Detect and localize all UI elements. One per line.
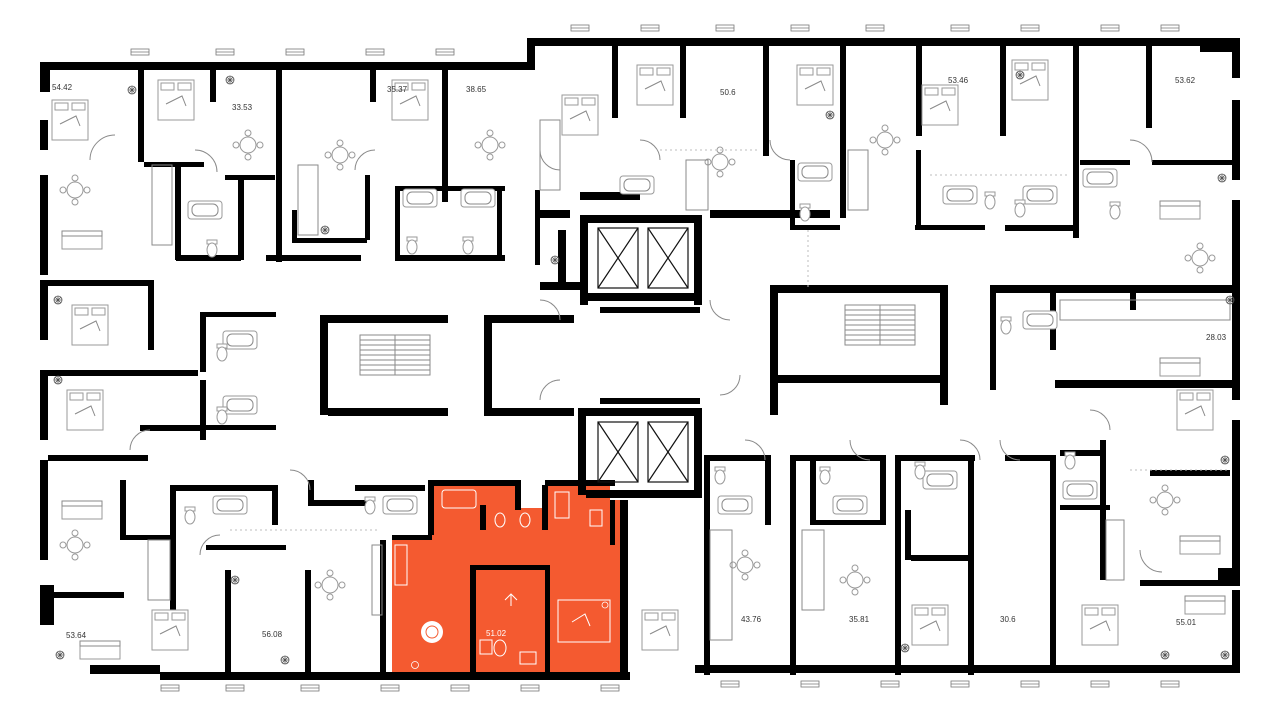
area-label-apt-53-64: 53.64: [66, 631, 87, 640]
windows: [130, 24, 1180, 692]
selected-bathroom-fixtures: [394, 489, 603, 665]
area-label-apt-35-37: 35.37: [387, 85, 408, 94]
area-label-apt-53-62: 53.62: [1175, 76, 1196, 85]
interior-walls: [40, 38, 1240, 675]
area-label-apt-35-81: 35.81: [849, 615, 870, 624]
area-label-apt-51-02: 51.02: [486, 629, 507, 638]
kitchen-counters: [147, 119, 1231, 641]
area-label-apt-38-65: 38.65: [466, 85, 487, 94]
area-label-apt-55-01: 55.01: [1176, 618, 1197, 627]
area-label-apt-50-6: 50.6: [720, 88, 736, 97]
selected-bed: [557, 599, 611, 643]
area-label-apt-28-03: 28.03: [1206, 333, 1227, 342]
selected-dining-table: [421, 621, 443, 643]
zone-lines: [230, 149, 1230, 531]
elevator-icon: [597, 227, 689, 483]
area-label-apt-56-08: 56.08: [262, 630, 283, 639]
selected-apartment-fill[interactable]: [392, 485, 626, 672]
area-label-apt-43-76: 43.76: [741, 615, 762, 624]
doors: [89, 134, 1163, 573]
apartment-area-labels: 54.42 33.53 35.37 38.65 50.6 53.46 53.62…: [52, 76, 1227, 640]
area-label-apt-33-53: 33.53: [232, 103, 253, 112]
area-label-apt-54-42: 54.42: [52, 83, 73, 92]
area-label-apt-30-6: 30.6: [1000, 615, 1016, 624]
area-label-apt-53-46: 53.46: [948, 76, 969, 85]
selected-plant: [411, 601, 609, 669]
